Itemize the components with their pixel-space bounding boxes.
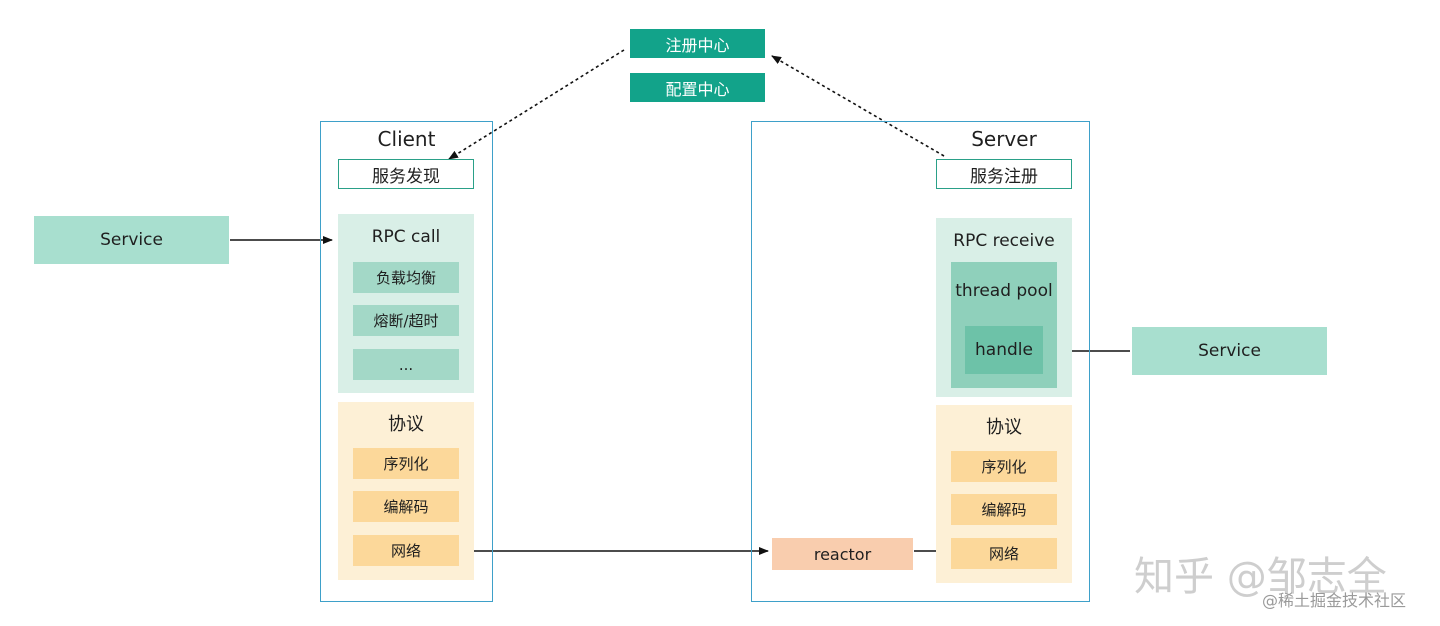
discovery-arrow bbox=[448, 49, 625, 160]
watermark-main: 知乎 @邹志全 bbox=[1134, 554, 1387, 600]
protocol-item-label: 网络 bbox=[988, 545, 1019, 563]
server-title: Server bbox=[971, 127, 1037, 151]
protocol-item-label: 编解码 bbox=[981, 501, 1027, 519]
client-protocol-codec: 编解码 bbox=[353, 491, 459, 522]
rpc-item-label: 熔断/超时 bbox=[373, 312, 439, 330]
thread-pool-label: thread pool bbox=[955, 281, 1053, 301]
reactor-label: reactor bbox=[813, 544, 872, 564]
rpc-item-label: ... bbox=[398, 355, 414, 374]
service-discovery-label: 服务发现 bbox=[372, 166, 440, 187]
server-protocol-serialization: 序列化 bbox=[951, 451, 1057, 482]
server-external-service-label: Service bbox=[1198, 341, 1261, 361]
rpc-receive-title: RPC receive bbox=[953, 231, 1055, 251]
rpc-item-load-balancing: 负载均衡 bbox=[353, 262, 459, 293]
service-registration-box: 服务注册 bbox=[936, 159, 1072, 189]
handle-label: handle bbox=[975, 340, 1033, 360]
client-external-service: Service bbox=[34, 216, 229, 264]
protocol-item-label: 网络 bbox=[390, 542, 421, 560]
client-external-service-label: Service bbox=[100, 230, 163, 250]
client-protocol-network: 网络 bbox=[353, 535, 459, 566]
handle-box: handle bbox=[965, 326, 1043, 374]
server-protocol-codec: 编解码 bbox=[951, 494, 1057, 525]
rpc-item-more: ... bbox=[353, 349, 459, 380]
protocol-item-label: 编解码 bbox=[383, 498, 429, 516]
config-center-box: 配置中心 bbox=[630, 73, 765, 102]
server-external-service: Service bbox=[1132, 327, 1327, 375]
protocol-item-label: 序列化 bbox=[981, 458, 1027, 476]
client-protocol-title: 协议 bbox=[388, 414, 424, 435]
client-protocol-serialization: 序列化 bbox=[353, 448, 459, 479]
registration-center-label: 注册中心 bbox=[665, 35, 730, 55]
service-registration-label: 服务注册 bbox=[970, 166, 1038, 187]
client-frame bbox=[320, 121, 493, 602]
watermark-sub: @稀土掘金技术社区 bbox=[1262, 591, 1407, 610]
protocol-item-label: 序列化 bbox=[383, 455, 429, 473]
service-discovery-box: 服务发现 bbox=[338, 159, 474, 189]
reactor-box: reactor bbox=[772, 538, 913, 570]
registration-center-box: 注册中心 bbox=[630, 29, 765, 58]
server-protocol-network: 网络 bbox=[951, 538, 1057, 569]
server-protocol-title: 协议 bbox=[986, 417, 1022, 438]
config-center-label: 配置中心 bbox=[665, 79, 730, 99]
client-title: Client bbox=[377, 127, 436, 151]
server-frame bbox=[751, 121, 1090, 602]
rpc-call-title: RPC call bbox=[371, 227, 441, 247]
rpc-item-label: 负载均衡 bbox=[375, 269, 436, 287]
rpc-item-circuit-breaker: 熔断/超时 bbox=[353, 305, 459, 336]
